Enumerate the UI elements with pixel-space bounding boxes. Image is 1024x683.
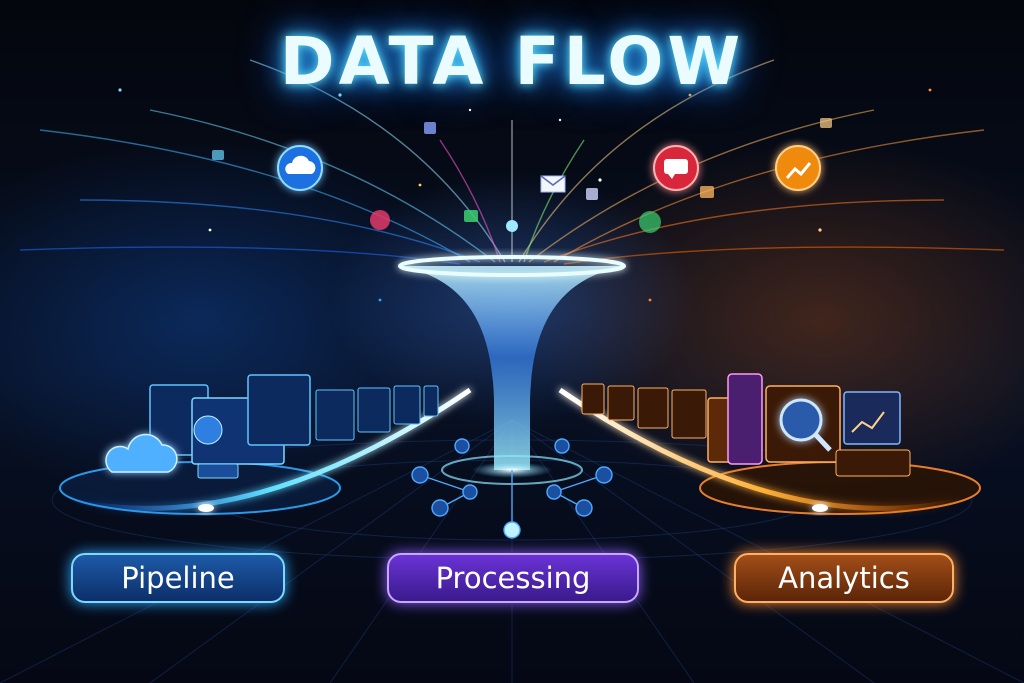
- processing-label-text: Processing: [435, 561, 591, 595]
- analytics-label-text: Analytics: [778, 561, 910, 595]
- pipeline-platform: [59, 387, 472, 515]
- funnel-icon: [398, 255, 626, 485]
- server-rack-icon: [149, 374, 439, 479]
- data-streams: [19, 59, 1005, 265]
- platform-cloud-icon: [105, 433, 178, 473]
- chart-icon: [775, 145, 821, 191]
- sparkles: [118, 88, 932, 302]
- chat-bubble-icon: [653, 145, 699, 191]
- network-node-icon: [411, 438, 613, 539]
- pipeline-label: Pipeline: [71, 553, 285, 603]
- processing-label: Processing: [387, 553, 639, 603]
- monitor-icon: [581, 373, 911, 477]
- mail-icon: [540, 175, 566, 193]
- cloud-icon: [277, 145, 323, 191]
- page-title: DATA FLOW: [279, 23, 745, 100]
- analytics-label: Analytics: [734, 553, 954, 603]
- search-icon: [779, 398, 832, 452]
- small-data-icons: [212, 118, 832, 233]
- pipeline-label-text: Pipeline: [121, 561, 235, 595]
